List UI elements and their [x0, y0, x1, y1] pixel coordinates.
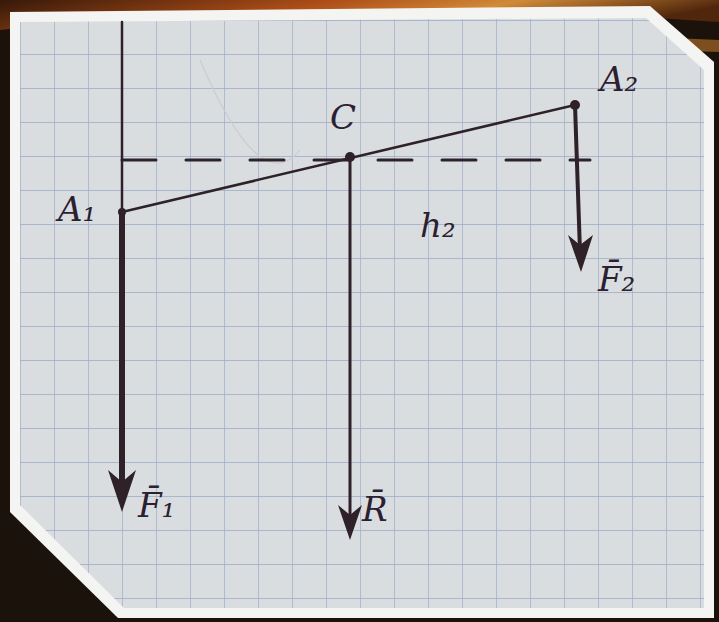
label-holder: R̄ — [362, 492, 388, 526]
point-label: A₁ — [58, 189, 96, 229]
point-label: C — [330, 97, 356, 137]
point-label: R̄ — [362, 489, 388, 529]
paper-grid — [20, 18, 704, 608]
action-line — [121, 22, 124, 212]
point-label: h₂ — [420, 205, 456, 245]
graph-paper — [20, 18, 704, 608]
point-dot — [345, 152, 355, 162]
label-holder: C — [330, 100, 356, 134]
point-label: F̄₂ — [598, 259, 635, 299]
label-holder: A₁ — [58, 192, 96, 226]
arrowhead — [338, 505, 362, 540]
label-holder: F̄₁ — [138, 488, 175, 522]
point-label: A₂ — [600, 59, 638, 99]
label-holder: F̄₂ — [598, 262, 635, 296]
arrowhead — [568, 235, 593, 272]
photo-frame — [10, 6, 714, 618]
point-label: F̄₁ — [138, 485, 175, 525]
point-dot — [118, 208, 126, 216]
force-vector — [575, 105, 580, 252]
point-dot — [570, 100, 580, 110]
force-vector — [119, 212, 125, 490]
force-vector — [349, 157, 352, 525]
label-holder: A₂ — [600, 62, 638, 96]
faint-mark — [200, 60, 300, 163]
arrowhead — [108, 470, 136, 512]
label-holder: h₂ — [420, 208, 456, 242]
dashed-arm — [122, 159, 590, 162]
